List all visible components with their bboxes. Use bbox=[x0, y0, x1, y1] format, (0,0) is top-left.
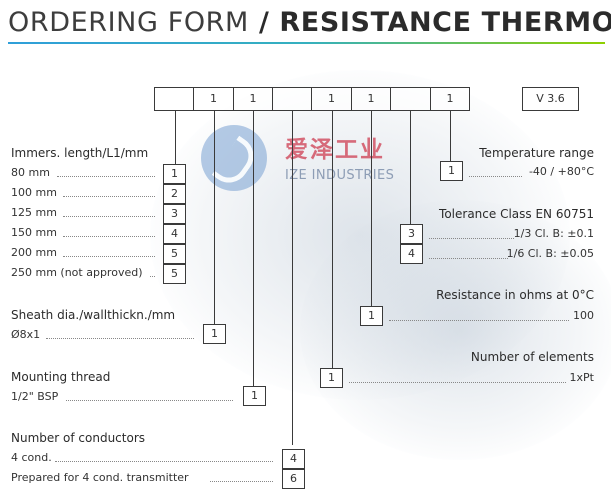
temperature-range-option: -40 / +80°C bbox=[528, 165, 594, 178]
immersion-length-option: 150 mm bbox=[11, 226, 57, 239]
watermark-chinese: 爱泽工业 bbox=[285, 137, 385, 163]
background-shade bbox=[300, 200, 611, 460]
code-cell-6[interactable]: 1 bbox=[351, 87, 391, 111]
code-cell-5[interactable]: 1 bbox=[311, 87, 352, 111]
ize-logo-icon bbox=[201, 125, 267, 191]
immersion-length-heading: Immers. length/L1/mm bbox=[11, 146, 149, 160]
connector-line bbox=[175, 111, 176, 177]
code-cell-1[interactable] bbox=[154, 87, 194, 111]
leader-dots bbox=[349, 382, 566, 383]
immersion-length-code[interactable]: 5 bbox=[163, 244, 186, 264]
tolerance-class-code[interactable]: 4 bbox=[400, 244, 423, 264]
version-box: V 3.6 bbox=[522, 87, 579, 111]
conductors-code[interactable]: 4 bbox=[282, 449, 305, 469]
conductors-code[interactable]: 6 bbox=[282, 469, 305, 489]
leader-dots bbox=[469, 176, 522, 177]
leader-dots bbox=[63, 236, 155, 237]
conductors-heading: Number of conductors bbox=[11, 431, 145, 445]
leader-dots bbox=[150, 276, 155, 277]
conductors-option: Prepared for 4 cond. transmitter bbox=[11, 471, 189, 484]
title-gradient-rule bbox=[8, 42, 605, 44]
leader-dots bbox=[63, 216, 155, 217]
connector-line bbox=[410, 111, 411, 224]
leader-dots bbox=[66, 400, 233, 401]
watermark: 爱泽工业 IZE INDUSTRIES bbox=[201, 125, 406, 205]
background-shade bbox=[150, 70, 570, 400]
code-cell-4[interactable] bbox=[272, 87, 312, 111]
code-cell-3[interactable]: 1 bbox=[233, 87, 273, 111]
tolerance-class-code[interactable]: 3 bbox=[400, 224, 423, 244]
sheath-option: Ø8x1 bbox=[11, 328, 41, 341]
leader-dots bbox=[57, 176, 155, 177]
connector-line bbox=[214, 111, 215, 325]
connector-line bbox=[292, 111, 293, 445]
resistance-heading: Resistance in ohms at 0°C bbox=[436, 288, 594, 302]
immersion-length-code[interactable]: 5 bbox=[163, 264, 186, 284]
temperature-range-code[interactable]: 1 bbox=[440, 161, 463, 181]
sheath-heading: Sheath dia./wallthickn./mm bbox=[11, 308, 176, 322]
mounting-thread-code[interactable]: 1 bbox=[243, 386, 266, 406]
connector-line bbox=[253, 111, 254, 387]
page-title: ORDERING FORM / RESISTANCE THERMOMETER * bbox=[8, 6, 611, 40]
connector-line bbox=[371, 111, 372, 306]
immersion-length-option: 80 mm bbox=[11, 166, 50, 179]
immersion-length-option: 250 mm (not approved) bbox=[11, 266, 143, 279]
leader-dots bbox=[63, 256, 155, 257]
leader-dots bbox=[55, 461, 273, 462]
code-cell-2[interactable]: 1 bbox=[193, 87, 234, 111]
conductors-option: 4 cond. bbox=[11, 451, 52, 464]
tolerance-class-option: 1/3 Cl. B: ±0.1 bbox=[513, 227, 594, 240]
immersion-length-option: 200 mm bbox=[11, 246, 57, 259]
watermark-english: IZE INDUSTRIES bbox=[285, 168, 395, 183]
elements-option: 1xPt bbox=[569, 371, 594, 384]
connector-line bbox=[450, 111, 451, 161]
immersion-length-code[interactable]: 2 bbox=[163, 184, 186, 204]
resistance-code[interactable]: 1 bbox=[360, 306, 383, 326]
leader-dots bbox=[429, 258, 508, 259]
code-cell-8[interactable]: 1 bbox=[430, 87, 470, 111]
immersion-length-option: 100 mm bbox=[11, 186, 57, 199]
temperature-range-heading: Temperature range bbox=[479, 146, 594, 160]
connector-line bbox=[332, 111, 333, 368]
immersion-length-code[interactable]: 3 bbox=[163, 204, 186, 224]
resistance-option: 100 bbox=[573, 309, 594, 322]
leader-dots bbox=[46, 338, 194, 339]
elements-heading: Number of elements bbox=[470, 350, 594, 364]
sheath-code[interactable]: 1 bbox=[203, 324, 226, 344]
leader-dots bbox=[63, 196, 155, 197]
tolerance-class-heading: Tolerance Class EN 60751 bbox=[439, 207, 594, 221]
immersion-length-option: 125 mm bbox=[11, 206, 57, 219]
immersion-length-code[interactable]: 1 bbox=[163, 164, 186, 184]
tolerance-class-option: 1/6 Cl. B: ±0.05 bbox=[506, 247, 594, 260]
code-cell-7[interactable] bbox=[390, 87, 431, 111]
title-ordering-form: ORDERING FORM bbox=[8, 7, 249, 38]
leader-dots bbox=[429, 238, 514, 239]
mounting-thread-option: 1/2" BSP bbox=[11, 390, 59, 403]
mounting-thread-heading: Mounting thread bbox=[11, 370, 111, 384]
leader-dots bbox=[389, 320, 569, 321]
title-product: / RESISTANCE THERMOMETER bbox=[258, 7, 611, 38]
leader-dots bbox=[210, 481, 273, 482]
immersion-length-code[interactable]: 4 bbox=[163, 224, 186, 244]
elements-code[interactable]: 1 bbox=[320, 368, 343, 388]
